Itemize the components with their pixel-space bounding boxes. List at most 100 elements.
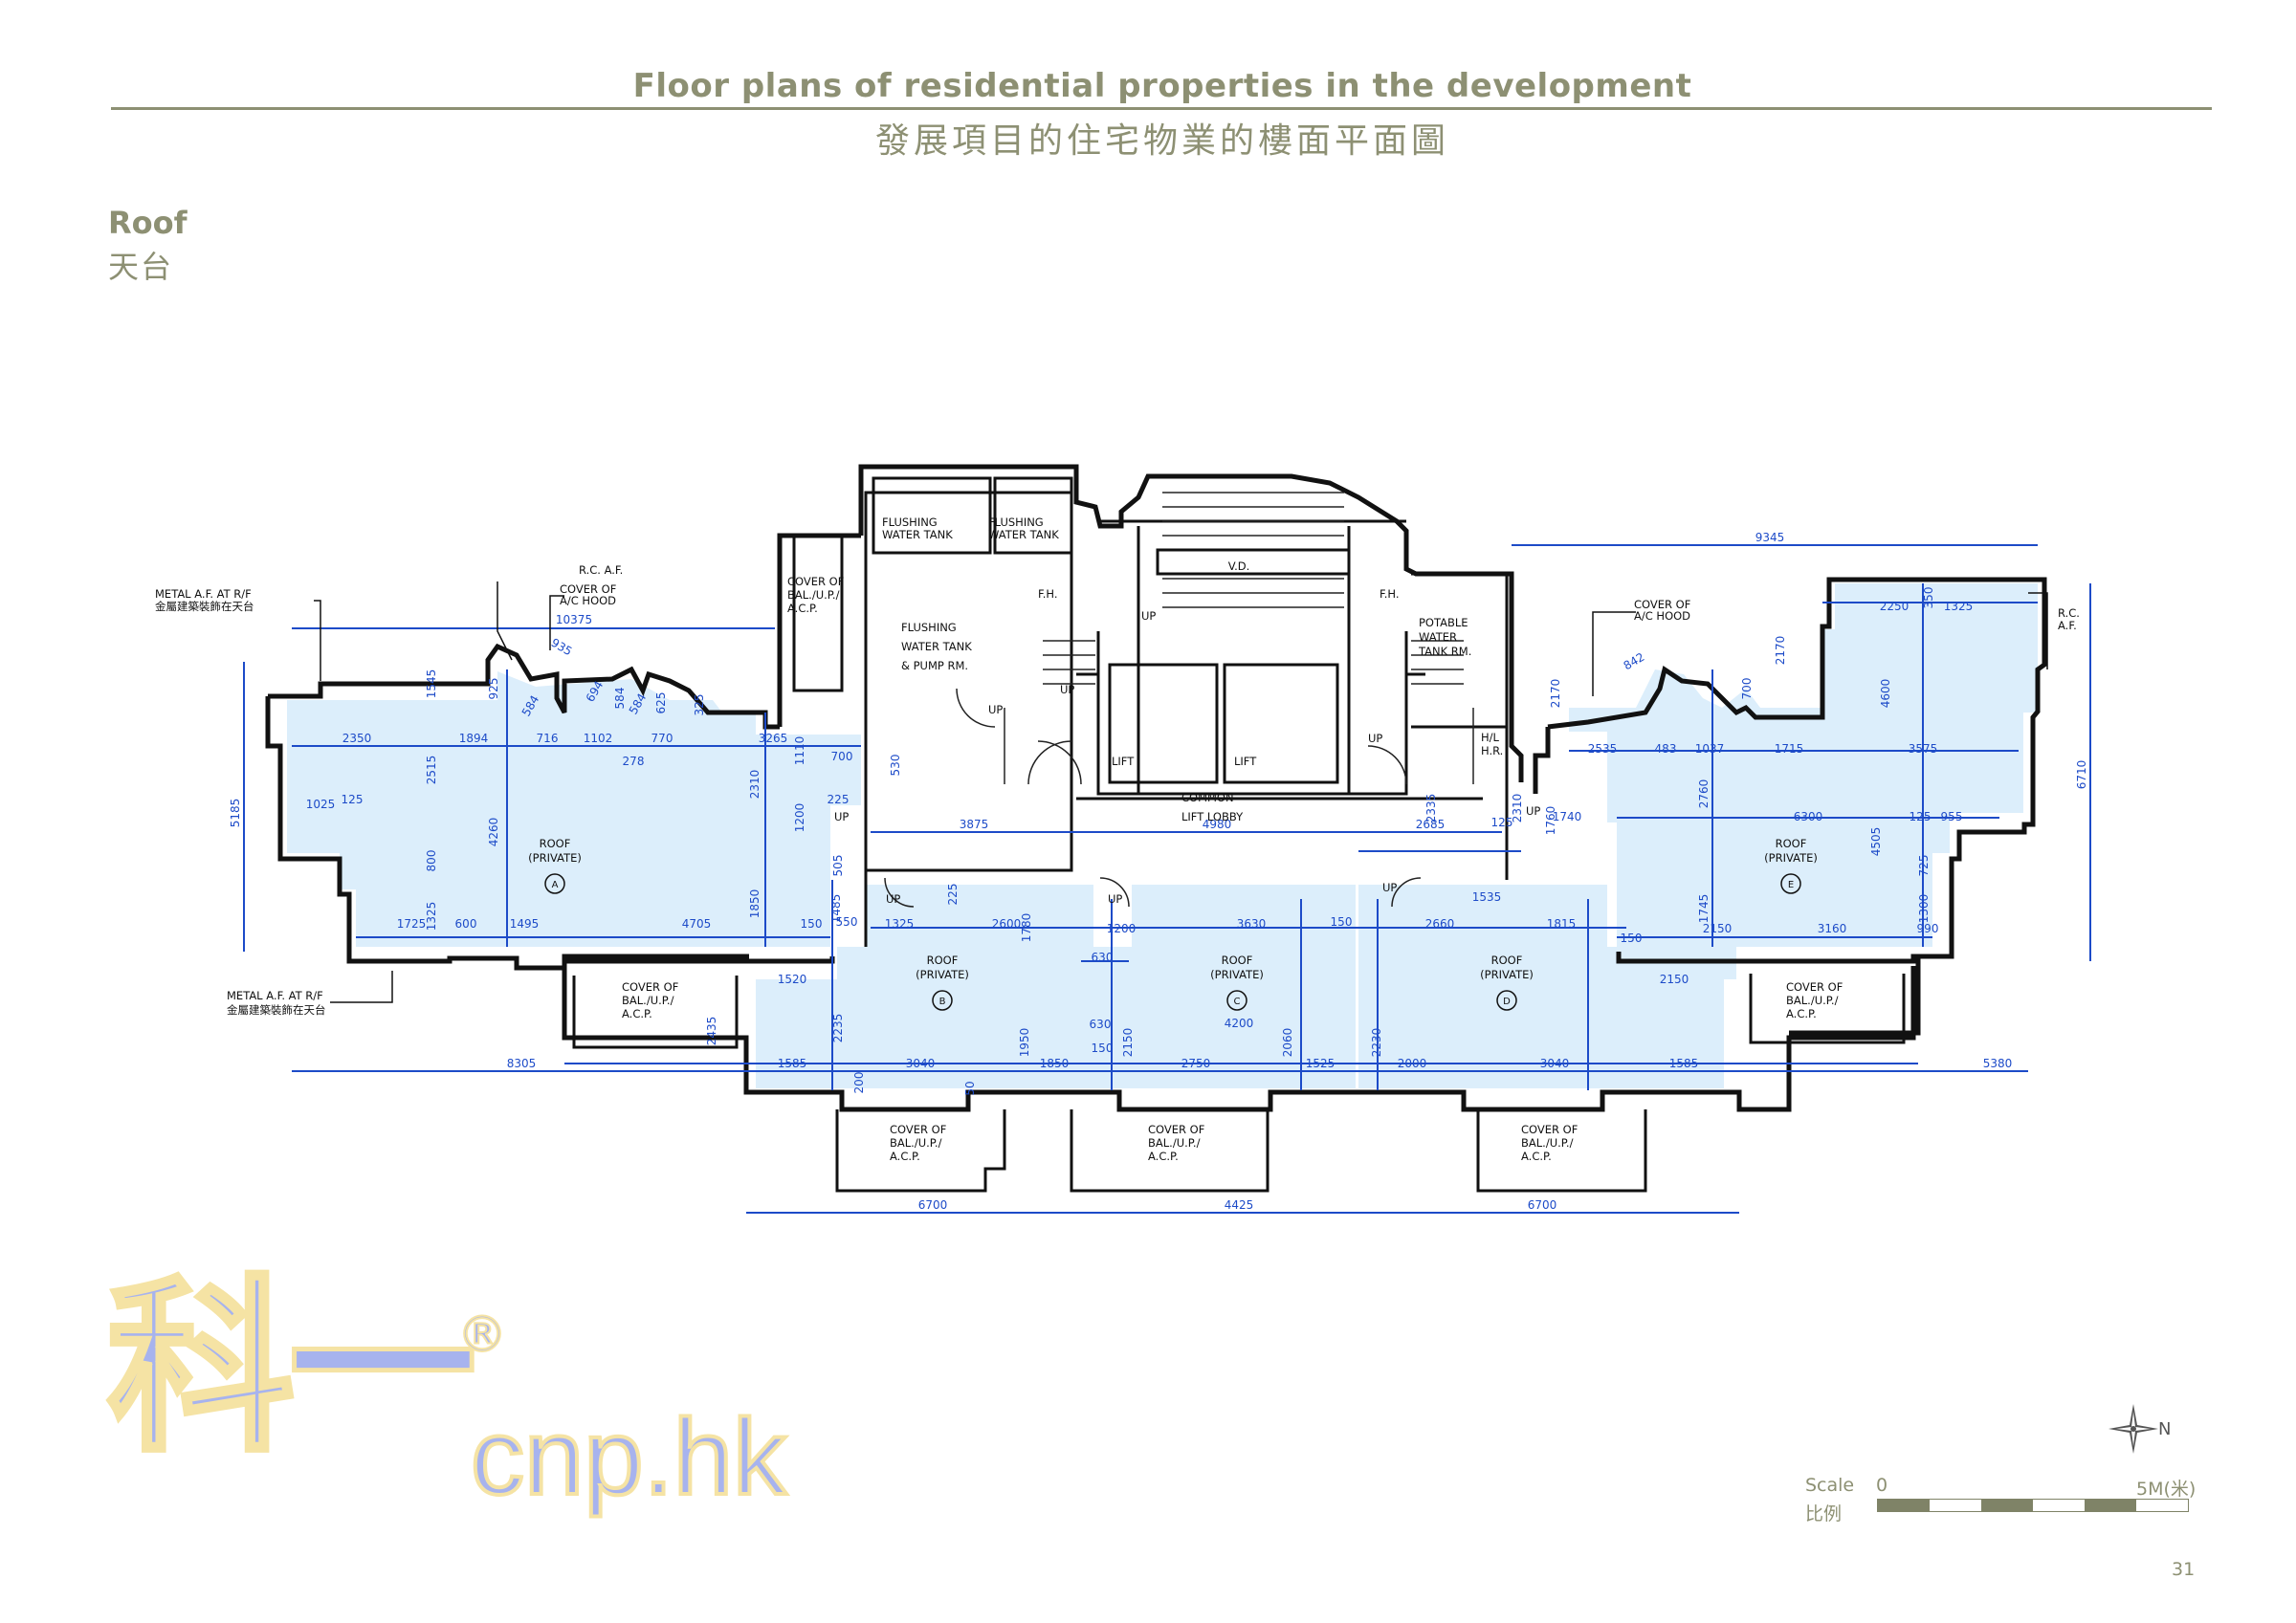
dim-bottom-seg-3: 6700 — [1528, 1198, 1557, 1212]
roof-c-title: ROOF — [1222, 954, 1253, 967]
dim-center-14: 2335 — [1424, 794, 1438, 823]
dim-bottom-strip-9: 1520 — [778, 973, 807, 986]
dim-center-3: 2685 — [1416, 818, 1446, 831]
dim-roof-a-7: 278 — [623, 755, 645, 768]
dim-roof-a-15: 600 — [455, 917, 477, 931]
potable-water-tank-label-line-2: WATER — [1419, 630, 1457, 644]
dim-roof-e-15: 725 — [1917, 855, 1931, 877]
dim-bottom-strip-20: 1780 — [1020, 913, 1033, 943]
watermark-logo-zh: 科一 — [104, 1258, 478, 1478]
dim-bottom-strip-7: 3040 — [1540, 1057, 1570, 1070]
roof-e-id: E — [1788, 880, 1794, 890]
bal-cover-b-label-line-1: COVER OF — [890, 1123, 946, 1136]
dim-roof-a-25: 935 — [549, 636, 575, 659]
dim-roof-a-17: 4705 — [682, 917, 712, 931]
dim-roof-a-12: 800 — [425, 850, 438, 872]
roof-d-marker — [1496, 990, 1517, 1011]
dim-roof-a-26: 925 — [487, 678, 500, 700]
dim-center-21: 225 — [946, 884, 960, 906]
roof-a-subtitle: (PRIVATE) — [528, 851, 582, 865]
dim-roof-e-20: 2150 — [1703, 922, 1733, 935]
dim-roof-e-6: 483 — [1655, 742, 1677, 756]
section-title-zh: 天台 — [108, 249, 174, 285]
dim-center-5: 2600 — [992, 917, 1022, 931]
ac-hood-right-label-line-1: COVER OF — [1634, 598, 1690, 611]
dim-roof-e-16: 1745 — [1697, 894, 1711, 924]
bal-cover-top-label-line-2: BAL./U.P./ — [787, 588, 840, 602]
lift-2-label: LIFT — [1234, 755, 1257, 768]
ac-hood-left-label-line-1: COVER OF — [560, 582, 616, 596]
up-label-7: UP — [1108, 892, 1122, 906]
north-label: N — [2158, 1419, 2172, 1439]
up-label-4: UP — [1368, 732, 1382, 745]
page-title-en: Floor plans of residential properties in… — [632, 67, 1692, 105]
dim-bottom-strip-10: 2150 — [1660, 973, 1689, 986]
hl-hr-label-line-1: H/L — [1481, 731, 1500, 744]
dim-roof-a-24: 700 — [831, 750, 853, 763]
bal-cover-top-label-line-3: A.C.P. — [787, 602, 818, 615]
roof-d-subtitle: (PRIVATE) — [1480, 968, 1534, 981]
dimension-lines — [243, 544, 2091, 1214]
roof-c-marker — [1226, 990, 1247, 1011]
lift-lobby-label-line-2: LIFT LOBBY — [1181, 810, 1244, 823]
leader-lines — [314, 581, 2048, 1003]
dim-bottom-right-run: 5380 — [1983, 1057, 2013, 1070]
dim-roof-e-18: 990 — [1917, 922, 1939, 935]
up-label-8: UP — [1382, 881, 1397, 894]
dim-roof-e-12: 125 — [1910, 810, 1932, 823]
dim-roof-a-3: 716 — [537, 732, 559, 745]
dim-roof-e-25: 2170 — [1549, 679, 1562, 709]
dim-roof-a-19: 1110 — [793, 736, 806, 766]
ac-hood-left-label-line-2: A/C HOOD — [560, 594, 616, 607]
dim-roof-e-2: 1325 — [1944, 600, 1974, 613]
dim-center-17: 505 — [831, 855, 845, 877]
roof-a-area — [287, 671, 861, 947]
dim-roof-a-6: 3265 — [759, 732, 788, 745]
lift-1-label: LIFT — [1112, 755, 1135, 768]
dim-bottom-strip-1: 1585 — [778, 1057, 807, 1070]
rc-af-label: R.C. A.F. — [579, 563, 623, 577]
building-outline — [265, 464, 2047, 1112]
dim-center-12: 4200 — [1225, 1017, 1254, 1030]
bal-cover-d-label-line-2: BAL./U.P./ — [1521, 1136, 1574, 1150]
dim-bottom-strip-17: 200 — [852, 1072, 866, 1094]
bal-cover-b-label-line-3: A.C.P. — [890, 1150, 920, 1163]
dim-center-13: 2310 — [1511, 794, 1524, 823]
dim-bottom-strip-13: 1950 — [1018, 1028, 1031, 1058]
north-arrow-icon — [2108, 1404, 2158, 1454]
dim-bottom-strip-8: 1585 — [1669, 1057, 1699, 1070]
bal-cover-right-label-line-1: COVER OF — [1786, 980, 1843, 994]
dim-roof-e-3: 2170 — [1774, 636, 1787, 666]
dim-roof-a-4: 1102 — [584, 732, 613, 745]
dim-bottom-strip-11: 2235 — [831, 1014, 845, 1043]
dim-center-2: 4980 — [1203, 818, 1232, 831]
dim-roof-a-18: 150 — [801, 917, 823, 931]
flushing-pump-room-label-line-1: FLUSHING — [901, 621, 957, 634]
dim-roof-a-11: 4260 — [487, 818, 500, 847]
section-title-en: Roof — [108, 205, 188, 241]
dim-roof-e-4: 4600 — [1879, 679, 1892, 709]
dim-center-18: 550 — [836, 915, 858, 929]
plan-annotations: ROOF(PRIVATE)AROOF(PRIVATE)BROOF(PRIVATE… — [155, 515, 2080, 1163]
dim-roof-a-23: 225 — [828, 793, 850, 806]
dim-roof-a-29: 584 — [613, 688, 627, 710]
roof-b-area — [756, 885, 1129, 1088]
roof-a-marker — [544, 873, 565, 894]
roof-e-subtitle: (PRIVATE) — [1764, 851, 1818, 865]
roof-b-title: ROOF — [927, 954, 959, 967]
scale-end: 5M(米) — [2136, 1479, 2197, 1500]
dim-roof-e-13: 955 — [1941, 810, 1963, 823]
dim-roof-e-19: 3160 — [1818, 922, 1847, 935]
roof-e-marker — [1780, 873, 1801, 894]
dim-bottom-strip-21: 630 — [1090, 1018, 1112, 1031]
up-label-9: UP — [1526, 804, 1540, 818]
dim-roof-a-13: 1325 — [425, 902, 438, 932]
dim-bottom-left-run: 8305 — [507, 1057, 537, 1070]
dim-center-9: 1535 — [1472, 890, 1502, 904]
roof-d-id: D — [1503, 997, 1511, 1007]
dim-roof-e-26: 1740 — [1553, 810, 1582, 823]
dim-roof-a-2: 1894 — [459, 732, 489, 745]
dim-roof-e-21: 150 — [1621, 932, 1643, 945]
dim-roof-e-9: 3575 — [1909, 742, 1938, 756]
watermark-logo-en: cnp.hk — [469, 1397, 788, 1517]
